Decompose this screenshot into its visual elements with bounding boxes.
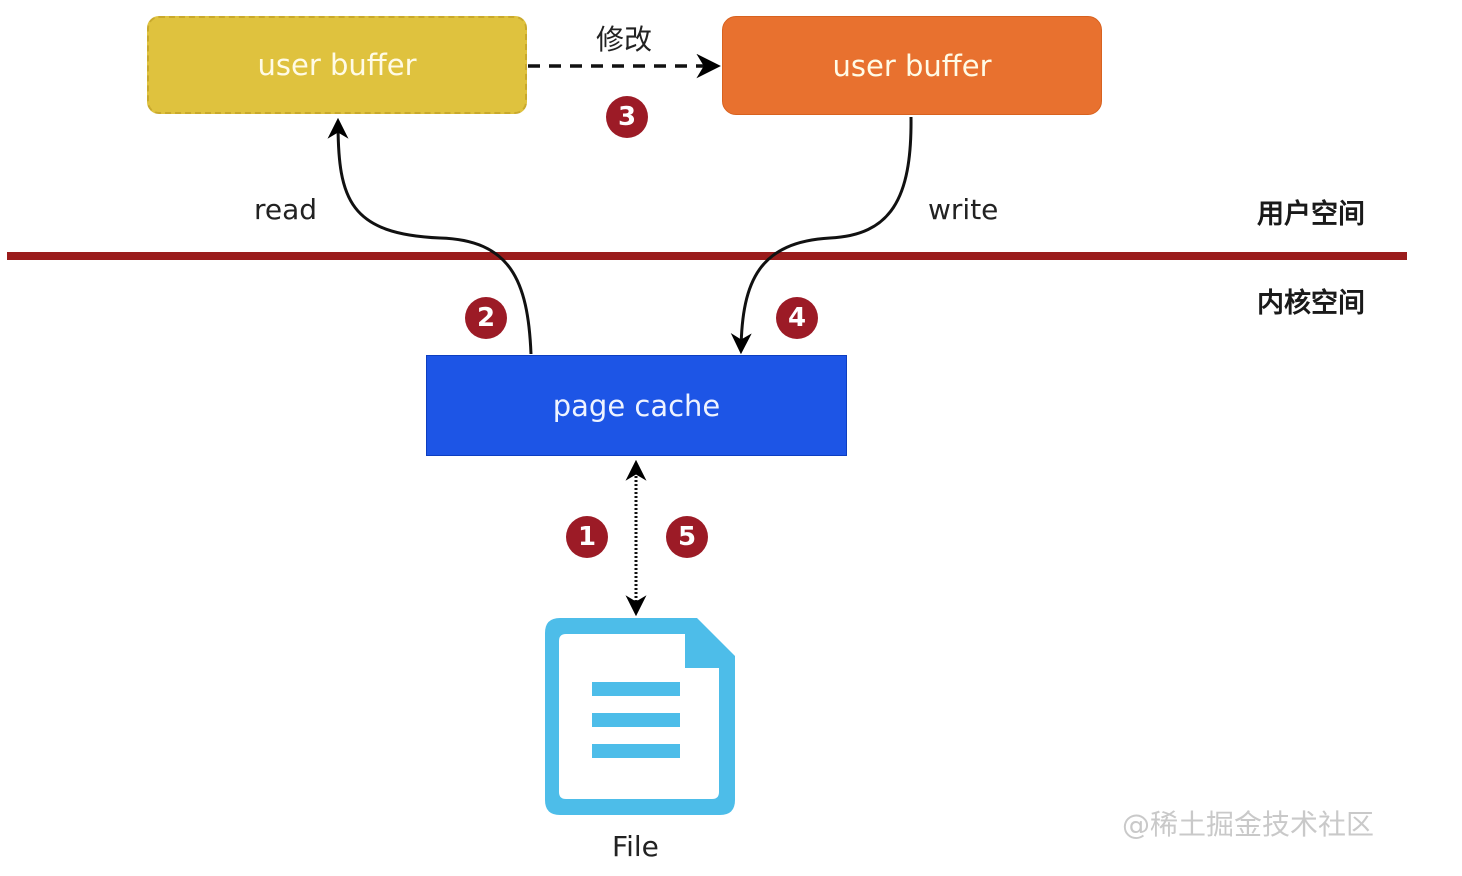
user-buffer-original-label: user buffer [257, 48, 417, 82]
read-arrow [327, 117, 533, 355]
kernel-space-label: 内核空间 [1257, 288, 1365, 319]
modify-label: 修改 [596, 23, 653, 56]
write-label: write [928, 193, 999, 226]
file-label: File [612, 830, 659, 863]
step-badge-4: 4 [776, 297, 818, 339]
read-label: read [254, 193, 318, 226]
user-buffer-modified-label: user buffer [832, 48, 992, 83]
step-badge-3: 3 [606, 96, 648, 138]
step-badge-5: 5 [666, 516, 708, 558]
user-buffer-original: user buffer [147, 16, 527, 114]
page-cache-label: page cache [552, 388, 721, 423]
user-buffer-modified: user buffer [722, 16, 1102, 115]
step-badge-2: 2 [465, 297, 507, 339]
write-arrow [730, 116, 913, 355]
step-badge-1: 1 [566, 516, 608, 558]
watermark: @稀土掘金技术社区 [1122, 808, 1375, 841]
page-cache-box: page cache [426, 355, 847, 456]
file-icon [545, 618, 735, 815]
user-space-label: 用户空间 [1257, 199, 1365, 230]
